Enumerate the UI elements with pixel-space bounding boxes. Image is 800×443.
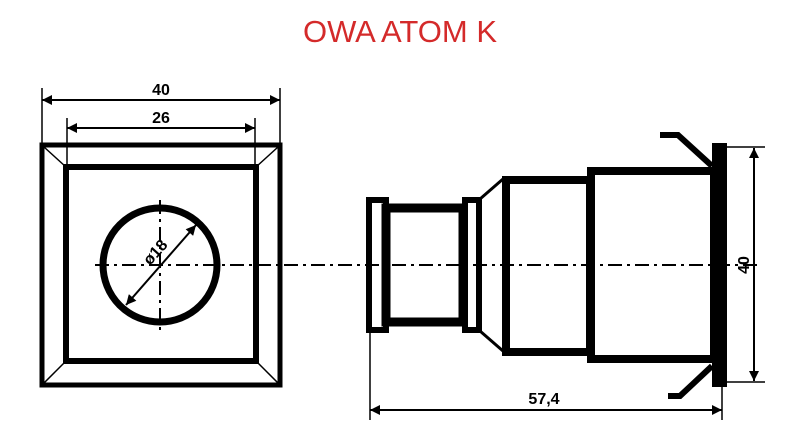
- lens-circle: [99, 204, 221, 326]
- front-flange: [712, 143, 727, 387]
- outer-width-label: 40: [152, 82, 170, 99]
- inner-bezel: [63, 164, 259, 364]
- mounting-clip-top: [660, 132, 715, 169]
- diameter-dimension: [125, 224, 197, 306]
- inner-width-label: 26: [152, 110, 170, 127]
- outer-bezel: [39, 142, 283, 388]
- mounting-clip-bottom: [668, 363, 715, 399]
- diameter-label: ø18: [140, 237, 171, 269]
- middle-cap: [462, 197, 482, 333]
- length-label: 57,4: [528, 391, 559, 408]
- side-view: [366, 132, 765, 420]
- height-label: 40: [736, 256, 753, 274]
- drawing-title: OWA ATOM K: [302, 14, 498, 49]
